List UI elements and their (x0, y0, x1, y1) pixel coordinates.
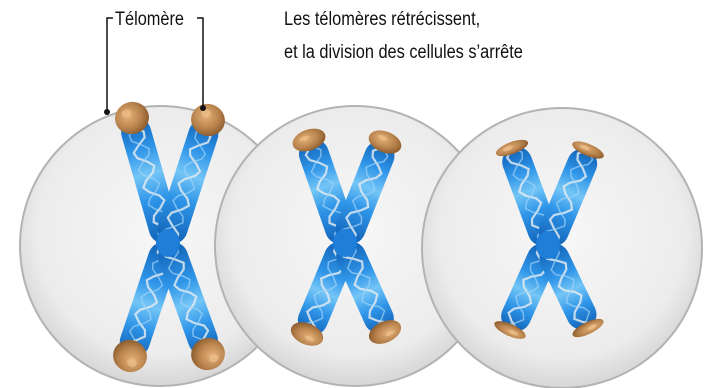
telomere-label: Télomère (115, 6, 184, 33)
cell-layer (20, 98, 702, 388)
caption-line-2: et la division des cellules s’arrête (284, 39, 523, 66)
caption-line-1: Les télomères rétrécissent, (284, 6, 480, 33)
cell-short-telomeres (422, 108, 702, 388)
